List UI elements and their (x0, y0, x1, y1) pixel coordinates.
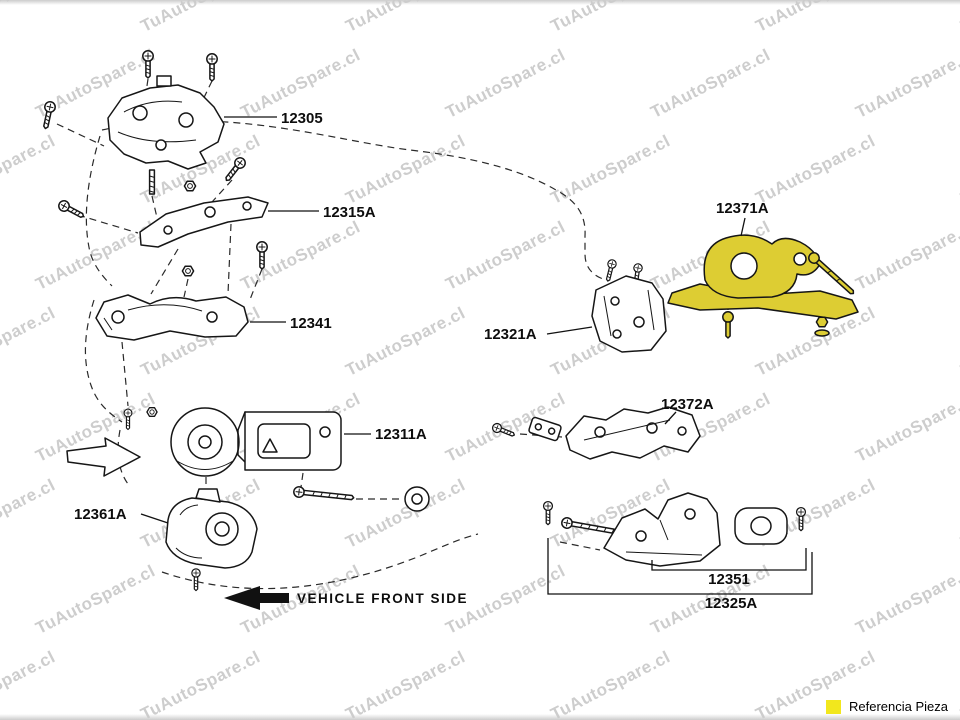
part-12351-insulator (542, 492, 807, 567)
part-label-12341: 12341 (290, 315, 332, 332)
part-12325a-dimension (547, 538, 813, 595)
front-side-label: VEHICLE FRONT SIDE (297, 591, 468, 606)
part-12321a-bracket (591, 258, 667, 353)
small-plate (528, 416, 562, 442)
part-label-12311a: 12311A (375, 426, 427, 443)
bolt-icon (191, 568, 201, 592)
front-side-arrow-icon (224, 586, 289, 610)
bolt-icon (542, 500, 554, 526)
part-12305-mount (39, 50, 249, 195)
bolt-icon (603, 258, 618, 283)
part-label-12325a: 12325A (705, 595, 758, 612)
part-12341-bracket (95, 294, 249, 341)
bolt-icon (206, 53, 218, 82)
direction-arrow-icon (66, 437, 141, 477)
bolt-icon (256, 241, 268, 270)
part-label-12351: 12351 (708, 571, 750, 588)
vehicle-front-side: VEHICLE FRONT SIDE (224, 586, 468, 610)
bolt-icon (39, 100, 57, 131)
bolt-icon (808, 252, 855, 295)
part-label-12305: 12305 (281, 110, 323, 127)
nut-icon (181, 265, 195, 277)
legend: Referencia Pieza (826, 699, 948, 714)
part-12311a-mount (123, 407, 430, 512)
bolt-icon (123, 408, 133, 431)
bolt-icon (142, 50, 154, 79)
part-label-12361a: 12361A (74, 506, 127, 523)
nut-icon (814, 316, 830, 337)
stud-icon (148, 169, 156, 195)
part-label-12315a: 12315A (323, 204, 376, 221)
nut-icon (146, 407, 158, 417)
part-12372a-bracket (490, 406, 701, 460)
part-label-12321a: 12321A (484, 326, 537, 343)
bolt-icon (221, 154, 249, 185)
legend-color-swatch (826, 699, 841, 714)
legend-label: Referencia Pieza (849, 699, 948, 714)
leader-lines (140, 116, 746, 524)
bolt-icon (795, 506, 807, 532)
bolt-icon (292, 485, 355, 504)
washer-icon (404, 486, 430, 512)
bolt-icon (490, 421, 517, 440)
engine-outline-dashed (84, 120, 607, 590)
bolt-icon (722, 311, 734, 339)
bolt-icon (56, 198, 87, 222)
part-12315a-bracket (56, 196, 269, 277)
part-label-12371a: 12371A (716, 200, 769, 217)
part-12371a-mount-highlighted (667, 234, 859, 339)
part-12361a-mount (165, 488, 258, 592)
nut-icon (183, 180, 197, 192)
part-label-12372a: 12372A (661, 396, 714, 413)
